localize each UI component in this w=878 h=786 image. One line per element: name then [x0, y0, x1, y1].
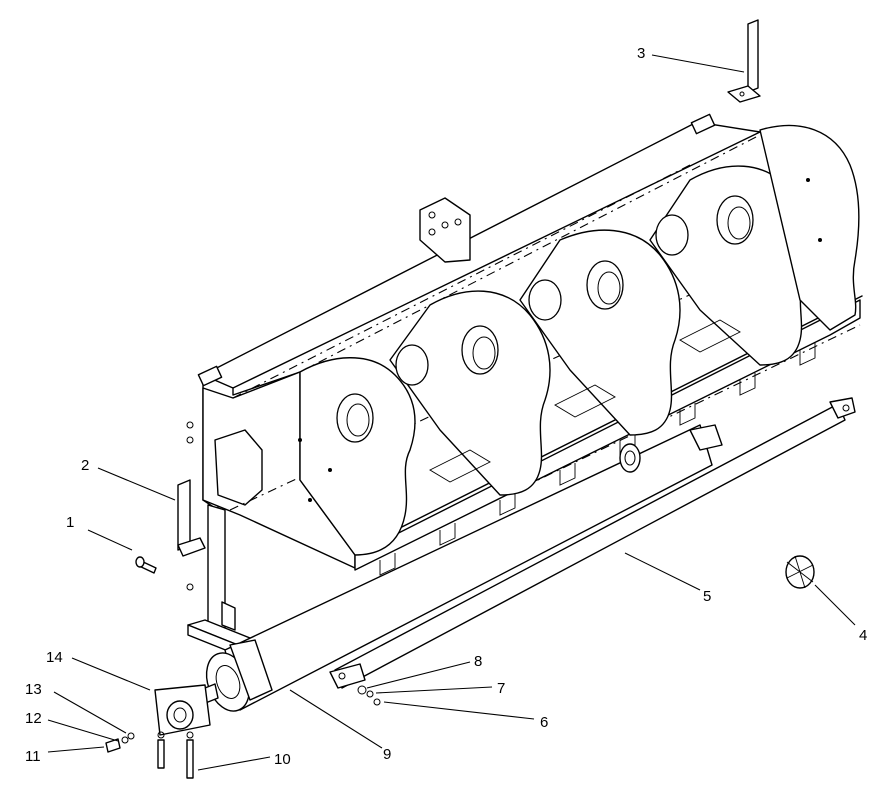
bracket-2: [177, 479, 206, 557]
bearing-assembly: [154, 684, 211, 736]
washer-7: [366, 690, 374, 698]
disc-plate-3: [519, 229, 681, 436]
callouts: 1 2 3 4 5 6 7 8 9 10 11 12 13 14: [25, 45, 867, 768]
callout-14: 14: [46, 649, 63, 666]
callout-2: 2: [81, 457, 89, 474]
callout-5: 5: [703, 588, 711, 605]
callout-9: 9: [383, 746, 391, 763]
main-frame: [197, 113, 863, 576]
scraper-bar: [329, 397, 856, 689]
callout-12: 12: [25, 710, 42, 727]
disc-plate-5: [759, 124, 860, 331]
bolt-1: [135, 556, 157, 574]
leader-lines: [47, 54, 856, 771]
callout-10: 10: [274, 751, 291, 768]
disc-plate-4: [649, 165, 811, 366]
washer-13: [127, 732, 135, 740]
washer-8: [357, 685, 367, 695]
callout-4: 4: [859, 627, 867, 644]
callout-8: 8: [474, 653, 482, 670]
disc-plate-2: [389, 290, 551, 496]
washer-2: [186, 436, 194, 444]
callout-3: 3: [637, 45, 645, 62]
callout-1: 1: [66, 514, 74, 531]
disc-plate-1: [298, 357, 416, 556]
knob-4: [785, 555, 815, 589]
washer-12: [121, 736, 129, 744]
bolts-10: [157, 731, 194, 779]
callout-6: 6: [540, 714, 548, 731]
callout-11: 11: [25, 748, 41, 765]
washer-1: [186, 583, 194, 591]
callout-7: 7: [497, 680, 505, 697]
nut-6: [373, 698, 381, 706]
bracket-3: [727, 19, 761, 103]
washer-3: [186, 421, 194, 429]
floor-slots: [429, 319, 741, 483]
left-post: [187, 504, 256, 656]
callout-13: 13: [25, 681, 42, 698]
